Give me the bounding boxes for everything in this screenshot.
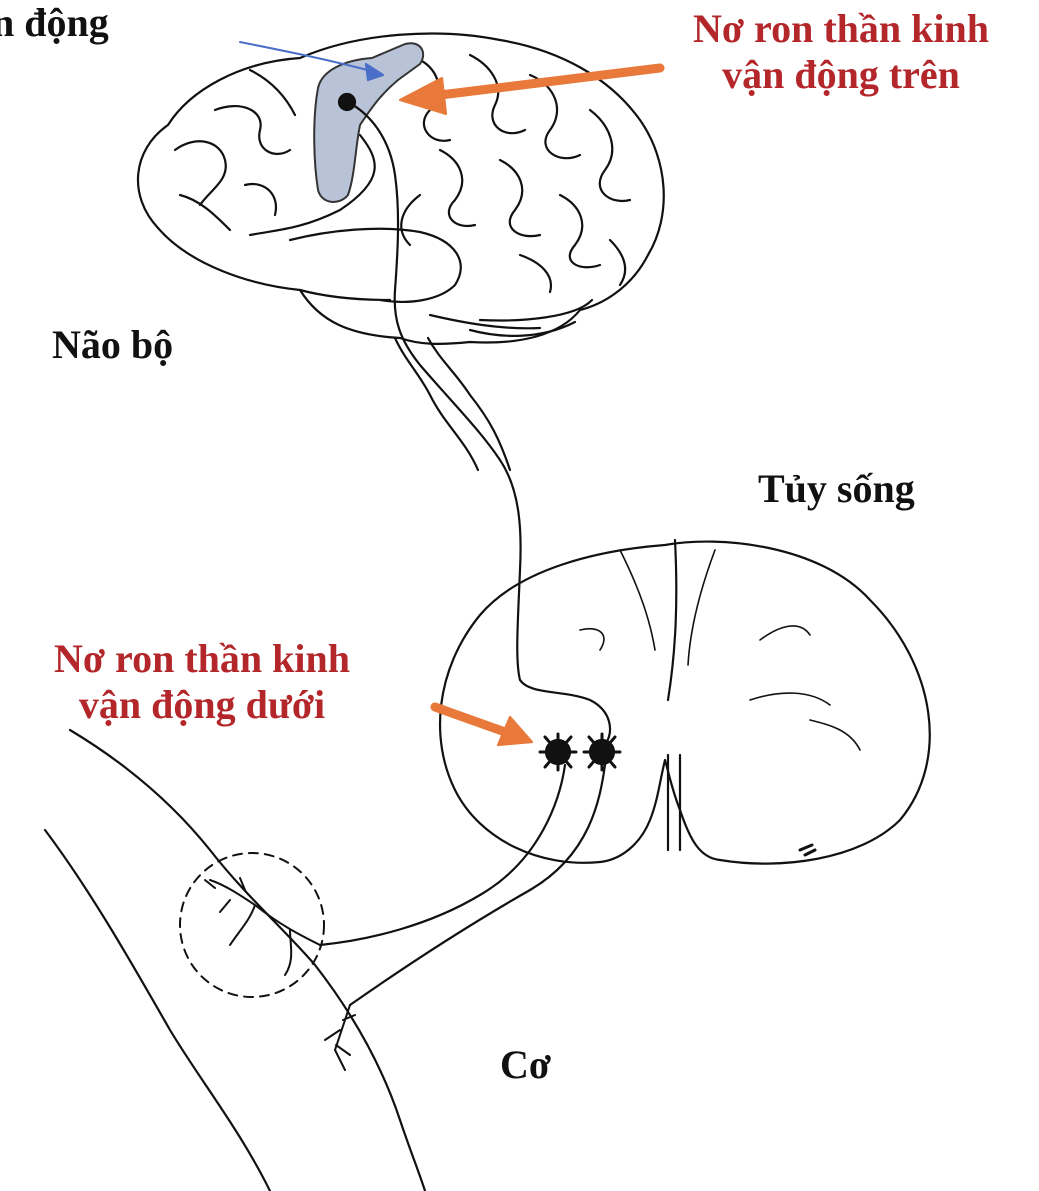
brain-label: Não bộ [52, 322, 173, 368]
lower-neuron-arrowhead-icon [498, 717, 532, 745]
upper-motor-neuron-label-line2: vận động trên [651, 52, 1031, 98]
spinal-cord-drawing [440, 540, 930, 864]
lower-neuron-arrow-shaft [435, 707, 505, 732]
motor-cortex-label-line2: n [0, 46, 210, 92]
muscle-drawing [45, 730, 425, 1191]
spinal-cord-label: Tủy sống [758, 466, 915, 512]
muscle-label: Cơ [500, 1042, 551, 1088]
upper-neuron-soma-icon [339, 94, 355, 110]
temporal-lobe [290, 229, 461, 302]
muscle-edge-upper [70, 730, 425, 1191]
lower-motor-neuron-label-line1: Nơ ron thần kinh [12, 636, 392, 682]
cerebellum [430, 300, 592, 336]
upper-motor-neuron-label-line1: Nơ ron thần kinh [651, 6, 1031, 52]
spinal-cord-outline [440, 542, 930, 864]
spinal-cord-internal-lines [580, 550, 860, 750]
upper-neuron-arrow-shaft [432, 68, 660, 96]
motor-cortex-label: vận động n [0, 0, 210, 92]
motor-cortex-pointer-line [240, 42, 375, 72]
neuromuscular-junction-circle [180, 853, 324, 997]
motor-cortex-label-line1: vận động [0, 0, 210, 46]
brain-gyri [175, 55, 630, 292]
lower-motor-neuron-axon-1 [320, 765, 565, 945]
upper-neuron-arrowhead-icon [400, 78, 446, 114]
spinal-speck [800, 845, 815, 855]
lower-motor-neuron-axon-2 [350, 765, 605, 1005]
lower-motor-neuron-label: Nơ ron thần kinh vận động dưới [12, 636, 392, 728]
upper-motor-neuron-label: Nơ ron thần kinh vận động trên [651, 6, 1031, 98]
muscle-edge-lower [45, 830, 270, 1191]
nerve-branches [205, 878, 355, 1070]
lower-motor-neuron-label-line2: vận động dưới [12, 682, 392, 728]
